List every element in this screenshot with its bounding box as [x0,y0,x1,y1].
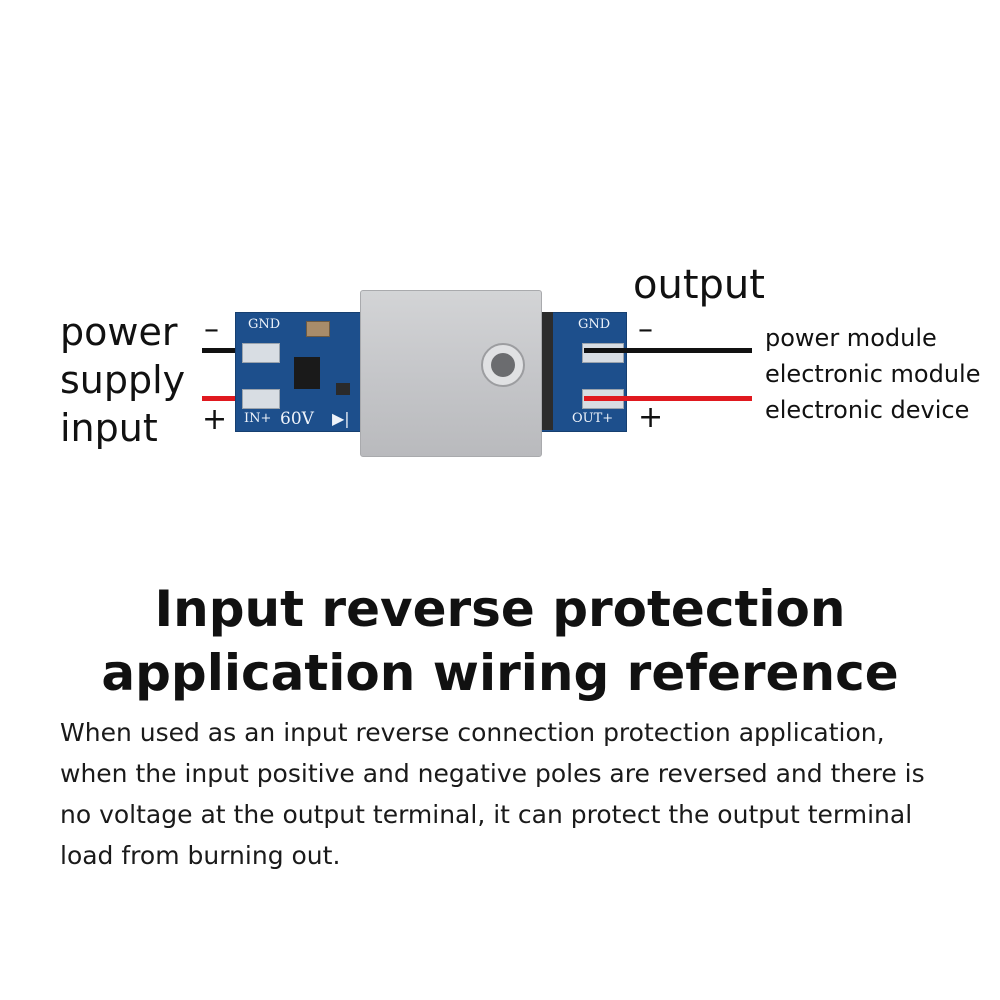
power-supply-input-label: power supply input [60,308,185,452]
load-types-list: power module electronic module electroni… [765,320,980,428]
right-gnd-marking: GND [578,317,611,332]
left-label-line-3: input [60,406,158,450]
right-out-marking: OUT+ [572,411,614,426]
output-negative-sign: – [638,312,653,347]
description: When used as an input reverse connection… [60,712,960,876]
left-gnd-pad [242,343,280,363]
left-label-line-1: power [60,310,178,354]
load-type-power-module: power module [765,324,937,352]
description-line-2: when the input positive and negative pol… [60,759,925,788]
ic-chip [294,357,320,389]
left-in-marking: IN+ [244,411,272,426]
heatsink [360,290,542,457]
output-positive-sign: + [638,400,664,435]
description-line-3: no voltage at the output terminal, it ca… [60,800,913,829]
mounting-hole [481,343,525,387]
mounting-hole-center [491,353,515,377]
output-positive-wire [584,396,752,401]
input-positive-sign: + [202,402,228,437]
left-label-line-2: supply [60,358,186,402]
right-gnd-pad [582,343,624,363]
voltage-marking: 60V [280,409,314,429]
diode-symbol-icon: ▶| [332,409,350,428]
description-line-4: load from burning out. [60,841,341,870]
description-line-1: When used as an input reverse connection… [60,718,885,747]
left-pcb: GND IN+ 60V ▶| [235,312,362,432]
input-negative-sign: – [204,312,219,347]
left-gnd-marking: GND [248,317,281,332]
small-component [336,383,350,395]
left-in-pad [242,389,280,409]
capacitor [306,321,330,337]
protection-module: GND IN+ 60V ▶| GND OUT+ [235,290,627,460]
output-label: output [633,262,765,308]
heading-line-1: Input reverse protection [154,580,846,638]
load-type-electronic-module: electronic module [765,360,981,388]
output-negative-wire [584,348,752,353]
heading-line-2: application wiring reference [101,644,899,702]
load-type-electronic-device: electronic device [765,396,970,424]
